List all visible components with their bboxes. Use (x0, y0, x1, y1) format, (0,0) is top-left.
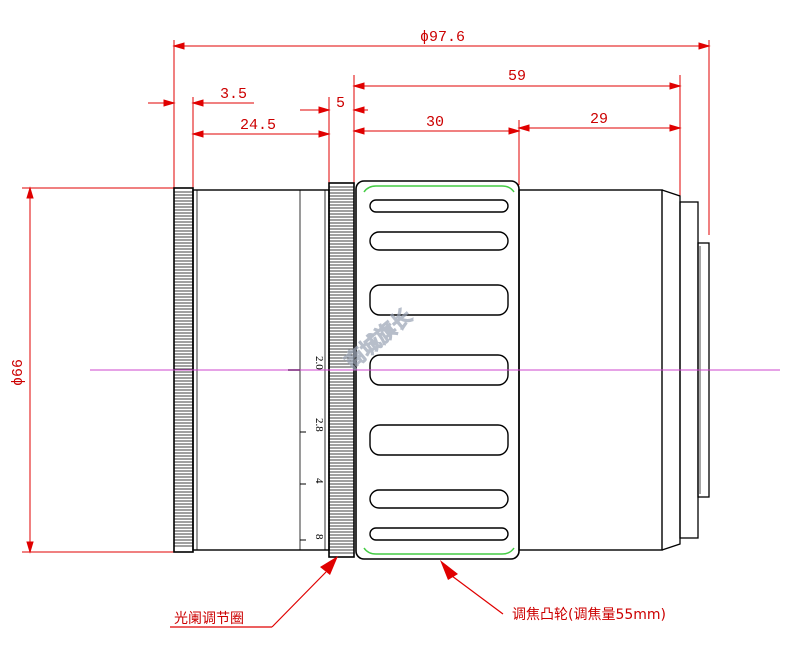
focus-cam-top-highlight (363, 185, 515, 193)
watermark-logo: 商城旗长 (340, 303, 417, 373)
focus-slot (369, 199, 509, 213)
front-knurl-lines (174, 191, 193, 547)
focus-slot (369, 424, 509, 456)
aperture-mark-4: 4 (313, 478, 325, 484)
iris-knurl-lines (329, 186, 354, 554)
aperture-mark-8: 8 (313, 534, 325, 540)
focus-cam-callout (440, 560, 504, 615)
dim-rear-body: 29 (590, 111, 608, 128)
dim-diameter: ϕ66 (10, 359, 27, 386)
dimension-lines (26, 42, 711, 554)
dim-focus-cam: 30 (426, 114, 444, 131)
dim-front-ring: 3.5 (220, 86, 247, 103)
focus-slot (369, 527, 509, 541)
focus-cam-label: 调焦凸轮(调焦量55mm) (512, 607, 666, 623)
focus-slot (369, 231, 509, 251)
aperture-scale (288, 369, 306, 541)
aperture-mark-2-0: 2.0 (313, 356, 325, 370)
dim-iris-section: 24.5 (240, 117, 276, 134)
focus-slot (369, 284, 509, 316)
focus-slot (369, 489, 509, 509)
aperture-ring-label: 光阑调节圈 (174, 611, 244, 627)
dim-focus-to-mount: 59 (508, 68, 526, 85)
aperture-ring-callout (170, 556, 338, 628)
focus-cam-slots (369, 199, 509, 541)
dim-overall-length: ϕ97.6 (420, 29, 465, 46)
focus-cam-bottom-highlight (363, 547, 515, 555)
dim-gap: 5 (336, 95, 345, 112)
aperture-mark-2-8: 2.8 (313, 418, 325, 432)
